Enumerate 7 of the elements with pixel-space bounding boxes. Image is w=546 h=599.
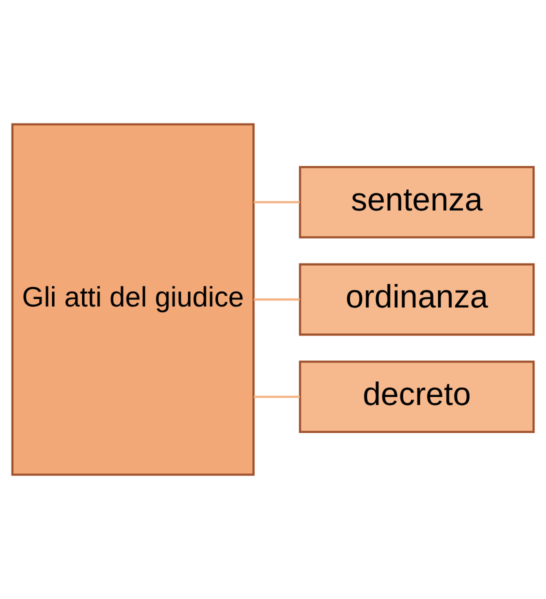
node-box: ordinanza <box>298 263 535 336</box>
connector <box>254 201 300 204</box>
connector <box>254 396 300 398</box>
connector <box>254 298 300 301</box>
node-box: Gli atti del giudice <box>11 123 255 476</box>
node-box: sentenza <box>298 166 535 238</box>
node-box: decreto <box>298 360 535 434</box>
